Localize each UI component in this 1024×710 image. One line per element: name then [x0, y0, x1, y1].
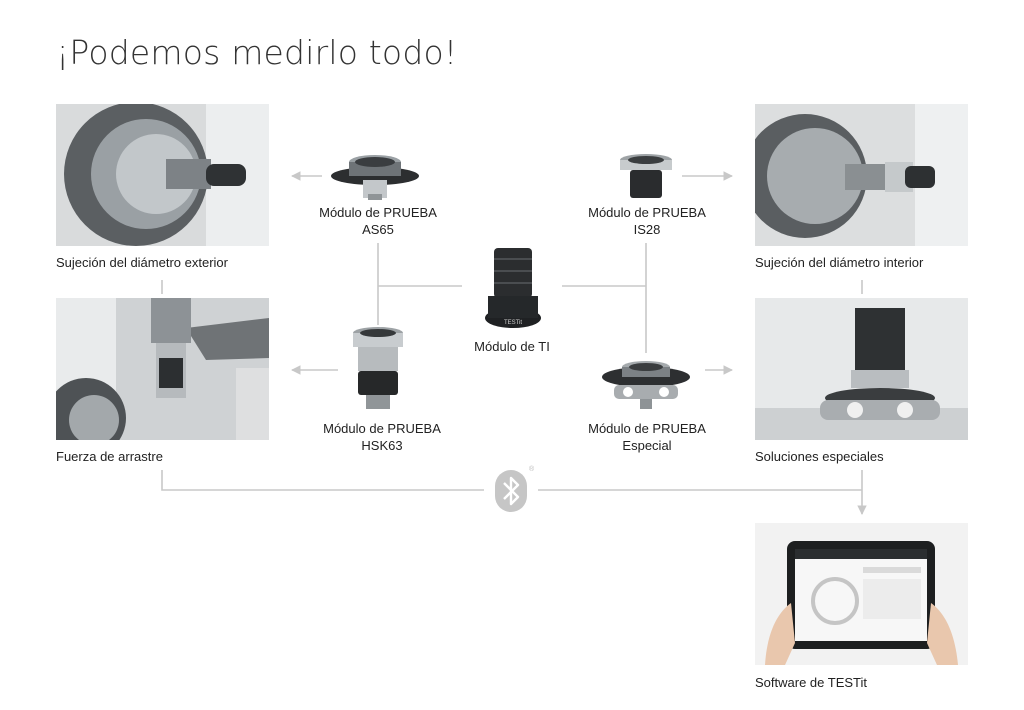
bluetooth-icon [494, 469, 528, 513]
caption-special-solutions: Soluciones especiales [755, 449, 884, 464]
caption-id-clamping: Sujeción del diámetro interior [755, 255, 924, 270]
caption-drawbar-force: Fuerza de arrastre [56, 449, 163, 464]
line-bottom-left [161, 470, 484, 491]
module-is28-label: Módulo de PRUEBA IS28 [567, 204, 727, 238]
module-ti-image: TESTit [484, 244, 542, 330]
module-as65-line1: Módulo de PRUEBA [319, 205, 437, 220]
photo-special-solutions [755, 298, 968, 440]
photo-drawbar-force [56, 298, 269, 440]
module-hsk63-line2: HSK63 [361, 438, 403, 453]
module-as65-image [330, 150, 420, 202]
module-special-label: Módulo de PRUEBA Especial [567, 420, 727, 454]
photo-id-clamping [755, 104, 968, 246]
registered-mark: ® [529, 466, 535, 473]
module-hsk63-label: Módulo de PRUEBA HSK63 [302, 420, 462, 454]
photo-software [755, 523, 968, 665]
module-ti-label: Módulo de TI [432, 338, 592, 355]
module-hsk63-line1: Módulo de PRUEBA [323, 421, 441, 436]
caption-od-clamping: Sujeción del diámetro exterior [56, 255, 228, 270]
module-is28-line2: IS28 [633, 222, 661, 237]
module-ti-line1: Módulo de TI [474, 339, 550, 354]
module-special-image [600, 355, 692, 413]
module-is28-image [618, 152, 674, 202]
module-hsk63-image [350, 325, 406, 413]
page-title: ¡Podemos medirlo todo! [56, 33, 458, 72]
module-as65-label: Módulo de PRUEBA AS65 [298, 204, 458, 238]
module-ti-brand: TESTit [504, 320, 522, 326]
module-special-line2: Especial [622, 438, 672, 453]
module-as65-line2: AS65 [362, 222, 394, 237]
photo-od-clamping [56, 104, 269, 246]
caption-software: Software de TESTit [755, 675, 867, 690]
module-is28-line1: Módulo de PRUEBA [588, 205, 706, 220]
module-special-line1: Módulo de PRUEBA [588, 421, 706, 436]
